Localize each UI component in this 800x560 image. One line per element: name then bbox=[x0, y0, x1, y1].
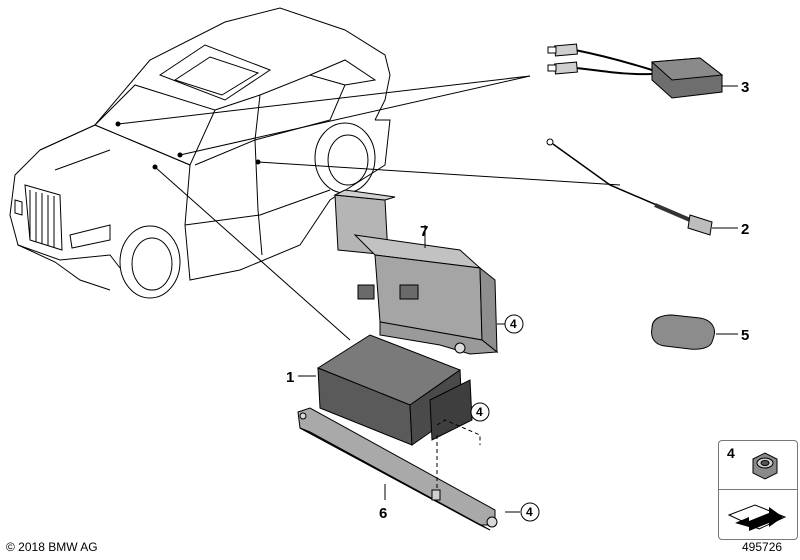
part-6-mounting-plate bbox=[297, 407, 520, 531]
callout-3: 3 bbox=[741, 79, 749, 96]
vehicle-outline bbox=[9, 7, 391, 299]
callout-2: 2 bbox=[741, 221, 749, 238]
callout-1: 1 bbox=[286, 369, 294, 386]
leader-dots bbox=[115, 121, 261, 170]
callout-6: 6 bbox=[379, 505, 387, 522]
inset-part-number: 4 bbox=[727, 445, 735, 461]
callout-4-circle-c bbox=[520, 502, 540, 522]
callout-4-c: 4 bbox=[526, 505, 533, 519]
diagram-number: 495726 bbox=[742, 540, 783, 554]
part-3-antenna-module bbox=[547, 43, 738, 99]
part-7-bracket bbox=[333, 189, 505, 355]
part-2-cable bbox=[546, 138, 738, 236]
inset-divider bbox=[719, 489, 797, 490]
copyright-text: © 2018 BMW AG bbox=[6, 540, 98, 554]
callout-4-circle-a bbox=[504, 314, 524, 334]
callout-5: 5 bbox=[741, 327, 749, 344]
mounting-symbol-icon bbox=[727, 504, 787, 531]
callout-4-a: 4 bbox=[510, 317, 517, 331]
part-1-control-unit bbox=[298, 334, 473, 446]
stud-dashed-line bbox=[436, 419, 481, 490]
callout-4-b: 4 bbox=[476, 405, 483, 419]
callout-7: 7 bbox=[420, 223, 428, 240]
hex-nut-icon bbox=[752, 452, 778, 480]
callout-labels: 3 2 5 7 1 6 4 4 4 bbox=[286, 79, 749, 522]
leader-lines bbox=[117, 75, 621, 341]
part-5-pad bbox=[651, 314, 738, 350]
inset-panel: 4 bbox=[718, 440, 798, 540]
callout-4-circle-b bbox=[470, 402, 490, 422]
